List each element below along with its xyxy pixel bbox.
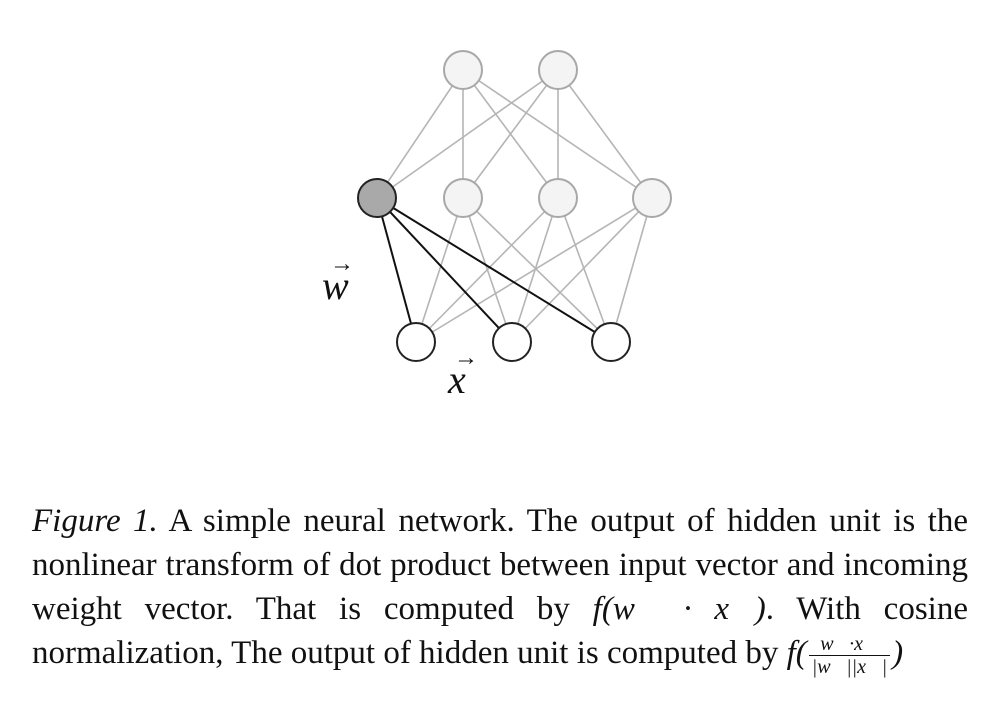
- hidden-output-edge: [376, 69, 559, 199]
- input-hidden-edge: [511, 197, 559, 343]
- input-hidden-edge: [610, 197, 653, 343]
- vector-arrow-icon: →: [454, 345, 478, 371]
- formula-function-open: f(: [786, 635, 807, 671]
- hidden-node: [443, 178, 483, 218]
- caption-text-part-1: A simple neural network. The output of h…: [32, 503, 968, 627]
- input-hidden-edge: [462, 197, 513, 343]
- input-node: [396, 322, 436, 362]
- input-node: [591, 322, 631, 362]
- input-node: [492, 322, 532, 362]
- figure-caption: Figure 1. A simple neural network. The o…: [32, 499, 968, 678]
- input-hidden-edge: [557, 197, 612, 343]
- hidden-node: [538, 178, 578, 218]
- output-node: [443, 50, 483, 90]
- highlighted-weight-edge: [376, 197, 417, 343]
- highlighted-hidden-node: [357, 178, 397, 218]
- hidden-output-edge: [462, 69, 653, 199]
- cosine-formula: f(w⃗·x⃗|w⃗||x⃗|): [786, 633, 904, 678]
- fraction-denominator: |w⃗||x⃗|: [811, 655, 888, 678]
- dot-product-formula: f(w⃗ · x⃗): [592, 591, 766, 627]
- formula-close-paren: ): [892, 635, 904, 671]
- input-hidden-edge: [462, 197, 612, 343]
- figure-label: Figure 1.: [32, 503, 158, 539]
- cosine-fraction: w⃗·x⃗|w⃗||x⃗|: [808, 633, 891, 678]
- hidden-node: [632, 178, 672, 218]
- caption-text-part-2: . With cosine normalization, The output …: [32, 591, 968, 671]
- input-hidden-edge: [415, 197, 653, 343]
- vector-arrow-icon: →: [330, 251, 354, 277]
- input-hidden-edge: [415, 197, 464, 343]
- hidden-output-edge: [376, 69, 464, 199]
- output-node: [538, 50, 578, 90]
- input-vector-symbol: x: [448, 357, 466, 402]
- fraction-numerator: w⃗·x⃗: [808, 633, 891, 656]
- highlighted-weight-edge: [376, 197, 612, 343]
- input-hidden-edge: [511, 197, 653, 343]
- highlighted-weight-edge: [376, 197, 513, 343]
- input-vector-label: → x: [448, 346, 478, 403]
- hidden-output-edge: [557, 69, 653, 199]
- weight-vector-label: → w: [322, 252, 354, 309]
- hidden-output-edge: [462, 69, 559, 199]
- weight-vector-symbol: w: [322, 263, 349, 308]
- neural-network-diagram: [357, 50, 672, 362]
